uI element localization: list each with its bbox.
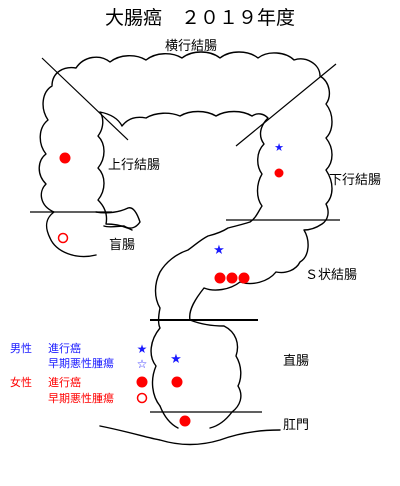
sigmoid-male-advanced-marker: ★ <box>213 243 225 258</box>
label-sigmoid-colon: Ｓ状結腸 <box>305 268 357 283</box>
anus-female-advanced-marker <box>179 415 191 427</box>
anal-canal <box>99 425 281 446</box>
colon-inner-wall <box>97 110 269 407</box>
sigmoid-female-advanced-marker <box>238 272 250 284</box>
appendix <box>95 207 141 229</box>
cecum-female-early-marker <box>57 232 69 244</box>
descending-female-advanced-marker <box>274 168 284 178</box>
hepatic-flexure-line <box>41 57 129 141</box>
label-transverse-colon: 横行結腸 <box>165 39 217 54</box>
legend: 男性 進行癌 早期悪性腫瘍 ★ ☆ 女性 進行癌 早期悪性腫瘍 <box>10 341 148 405</box>
legend-male-advanced-symbol: ★ <box>137 342 148 356</box>
sigmoid-female-advanced-marker <box>226 272 238 284</box>
legend-male-advanced-label: 進行癌 <box>48 341 81 355</box>
rectum-female-advanced-marker <box>171 376 183 388</box>
legend-female-advanced-symbol <box>136 376 148 388</box>
legend-female-early-symbol <box>136 392 148 404</box>
label-ascending-colon: 上行結腸 <box>108 158 160 173</box>
sigmoid-female-advanced-marker <box>214 272 226 284</box>
anal-canal-inner <box>159 405 233 429</box>
diagram-title: 大腸癌 ２０１９年度 <box>105 7 295 29</box>
ascending-female-advanced-marker <box>59 152 71 164</box>
legend-female-early-label: 早期悪性腫瘍 <box>48 391 114 405</box>
segment-boundaries <box>30 57 340 413</box>
legend-female-label: 女性 <box>10 375 32 389</box>
label-descending-colon: 下行結腸 <box>329 173 381 188</box>
legend-female-advanced-label: 進行癌 <box>48 375 81 389</box>
label-cecum: 盲腸 <box>109 237 135 253</box>
legend-male-label: 男性 <box>10 341 32 355</box>
legend-male-early-label: 早期悪性腫瘍 <box>48 356 114 370</box>
colon-outer-wall <box>38 51 333 413</box>
case-markers: ★ ★ ★ <box>57 141 284 427</box>
splenic-flexure-line <box>235 63 337 147</box>
rectum-male-advanced-marker: ★ <box>170 352 182 367</box>
legend-male-early-symbol: ☆ <box>137 357 148 371</box>
descending-male-advanced-marker: ★ <box>274 141 284 154</box>
label-anus: 肛門 <box>283 418 309 433</box>
colon-outline <box>38 51 333 446</box>
label-rectum: 直腸 <box>283 354 309 369</box>
